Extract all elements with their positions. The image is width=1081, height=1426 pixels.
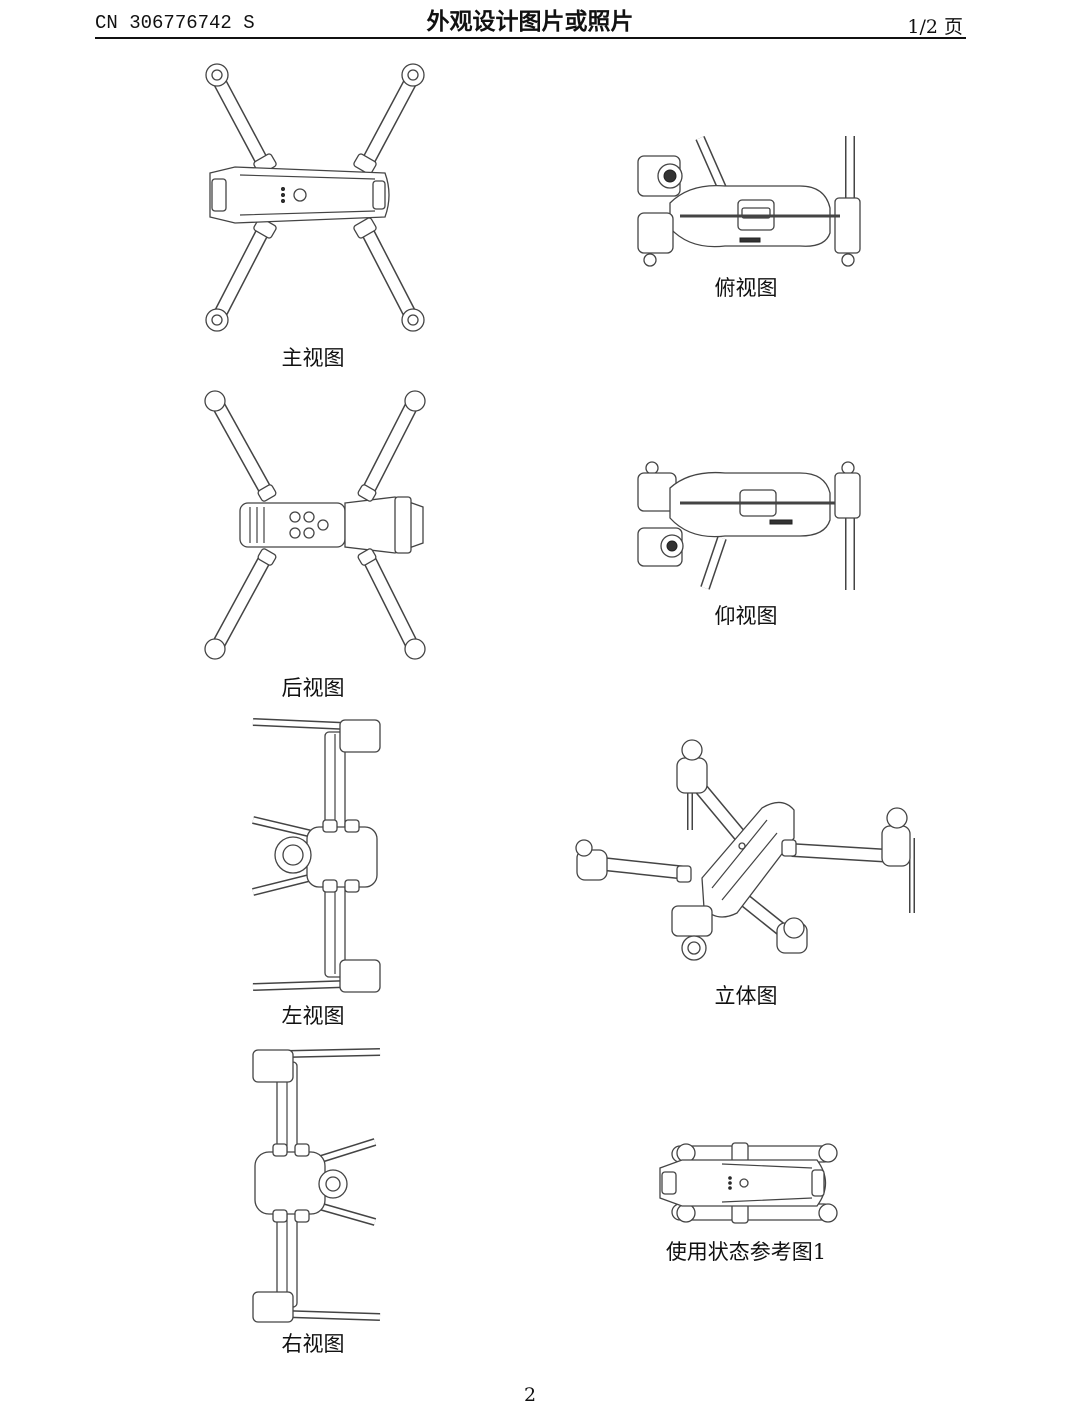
- page-info: 1/2 页: [907, 16, 963, 38]
- figure-caption: 后视图: [281, 676, 345, 700]
- drone-main-view-drawing: [205, 63, 425, 332]
- drone-folded-drawing: [659, 1142, 838, 1224]
- publication-number: CN 306776742 S: [95, 12, 255, 34]
- drone-left-view-drawing: [252, 718, 381, 993]
- figure-usage-reference: [652, 1138, 842, 1228]
- figure-caption: 使用状态参考图1: [665, 1240, 827, 1264]
- drone-top-view-drawing: [637, 135, 861, 267]
- drone-perspective-drawing: [575, 739, 915, 961]
- figure-rear-view: [195, 385, 435, 670]
- page-title: 外观设计图片或照片: [426, 9, 634, 35]
- figure-caption: 立体图: [714, 984, 778, 1008]
- drone-right-view-drawing: [252, 1048, 381, 1323]
- drone-rear-view-drawing: [204, 390, 426, 660]
- figure-caption: 俯视图: [714, 276, 778, 300]
- figure-right-view: [245, 1042, 390, 1327]
- figure-caption: 仰视图: [714, 604, 778, 628]
- figure-left-view: [245, 712, 390, 997]
- header-rule: [95, 37, 966, 39]
- figure-caption: 左视图: [281, 1004, 345, 1028]
- figure-bottom-view: [630, 458, 865, 603]
- figure-caption: 右视图: [281, 1332, 345, 1356]
- page-number: 2: [523, 1384, 537, 1406]
- figure-top-view: [630, 128, 865, 273]
- figure-caption: 主视图: [281, 346, 345, 370]
- figure-main-view: [195, 55, 435, 340]
- drone-bottom-view-drawing: [637, 461, 861, 590]
- figure-perspective-view: [572, 738, 922, 968]
